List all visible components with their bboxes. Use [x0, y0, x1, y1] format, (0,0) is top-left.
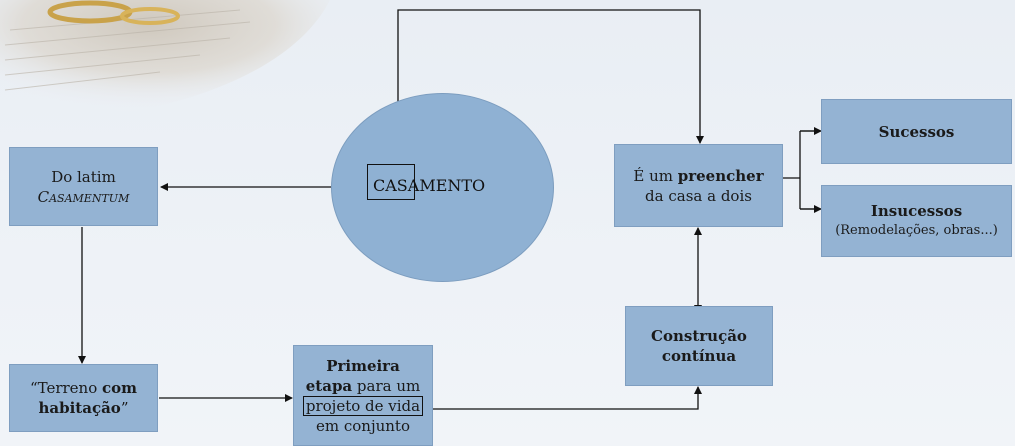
arrow-circle-to-preencher: [397, 9, 704, 168]
insucessos-label: Insucessos: [870, 202, 963, 220]
center-text: CASAMENTO: [373, 176, 486, 195]
preencher-bold: preencher: [677, 166, 764, 185]
construcao-line1: Construção: [651, 327, 747, 345]
center-label: CASAMENTO: [367, 164, 486, 200]
construcao-line2: contínua: [661, 347, 737, 365]
terreno-box: “Terreno com habitação”: [9, 364, 158, 432]
sucessos-box: Sucessos: [821, 99, 1012, 164]
terreno-bold2: habitação: [38, 399, 121, 417]
rings-photo: [0, 0, 330, 125]
latim-line1: Do latim: [51, 167, 116, 186]
latim-word: Casamentum: [37, 187, 130, 206]
arrow-primeira-to-construcao: [433, 386, 702, 410]
insucessos-sub: (Remodelações, obras...): [835, 223, 998, 238]
terreno-close: ”: [120, 399, 129, 417]
center-circle: [331, 93, 554, 282]
sucessos-label: Sucessos: [878, 122, 955, 141]
insucessos-box: Insucessos (Remodelações, obras...): [821, 185, 1012, 257]
branch-to-outcomes: [783, 130, 820, 210]
preencher-line2: da casa a dois: [645, 186, 752, 205]
primeira-rest2: para um: [352, 376, 421, 395]
primeira-bold2: etapa: [305, 376, 353, 395]
construcao-box: Construção contínua: [625, 306, 773, 386]
primeira-line1: Primeira: [326, 356, 400, 375]
preencher-box: É um preencher da casa a dois: [614, 144, 783, 227]
latim-box: Do latim Casamentum: [9, 147, 158, 226]
primeira-box: Primeira etapa para um projeto de vida e…: [293, 345, 433, 446]
terreno-bold1: com: [102, 379, 138, 397]
terreno-text: “Terreno: [29, 379, 103, 397]
primeira-line4: em conjunto: [316, 416, 410, 435]
primeira-framed: projeto de vida: [302, 395, 424, 416]
preencher-pre: É um: [633, 166, 678, 185]
